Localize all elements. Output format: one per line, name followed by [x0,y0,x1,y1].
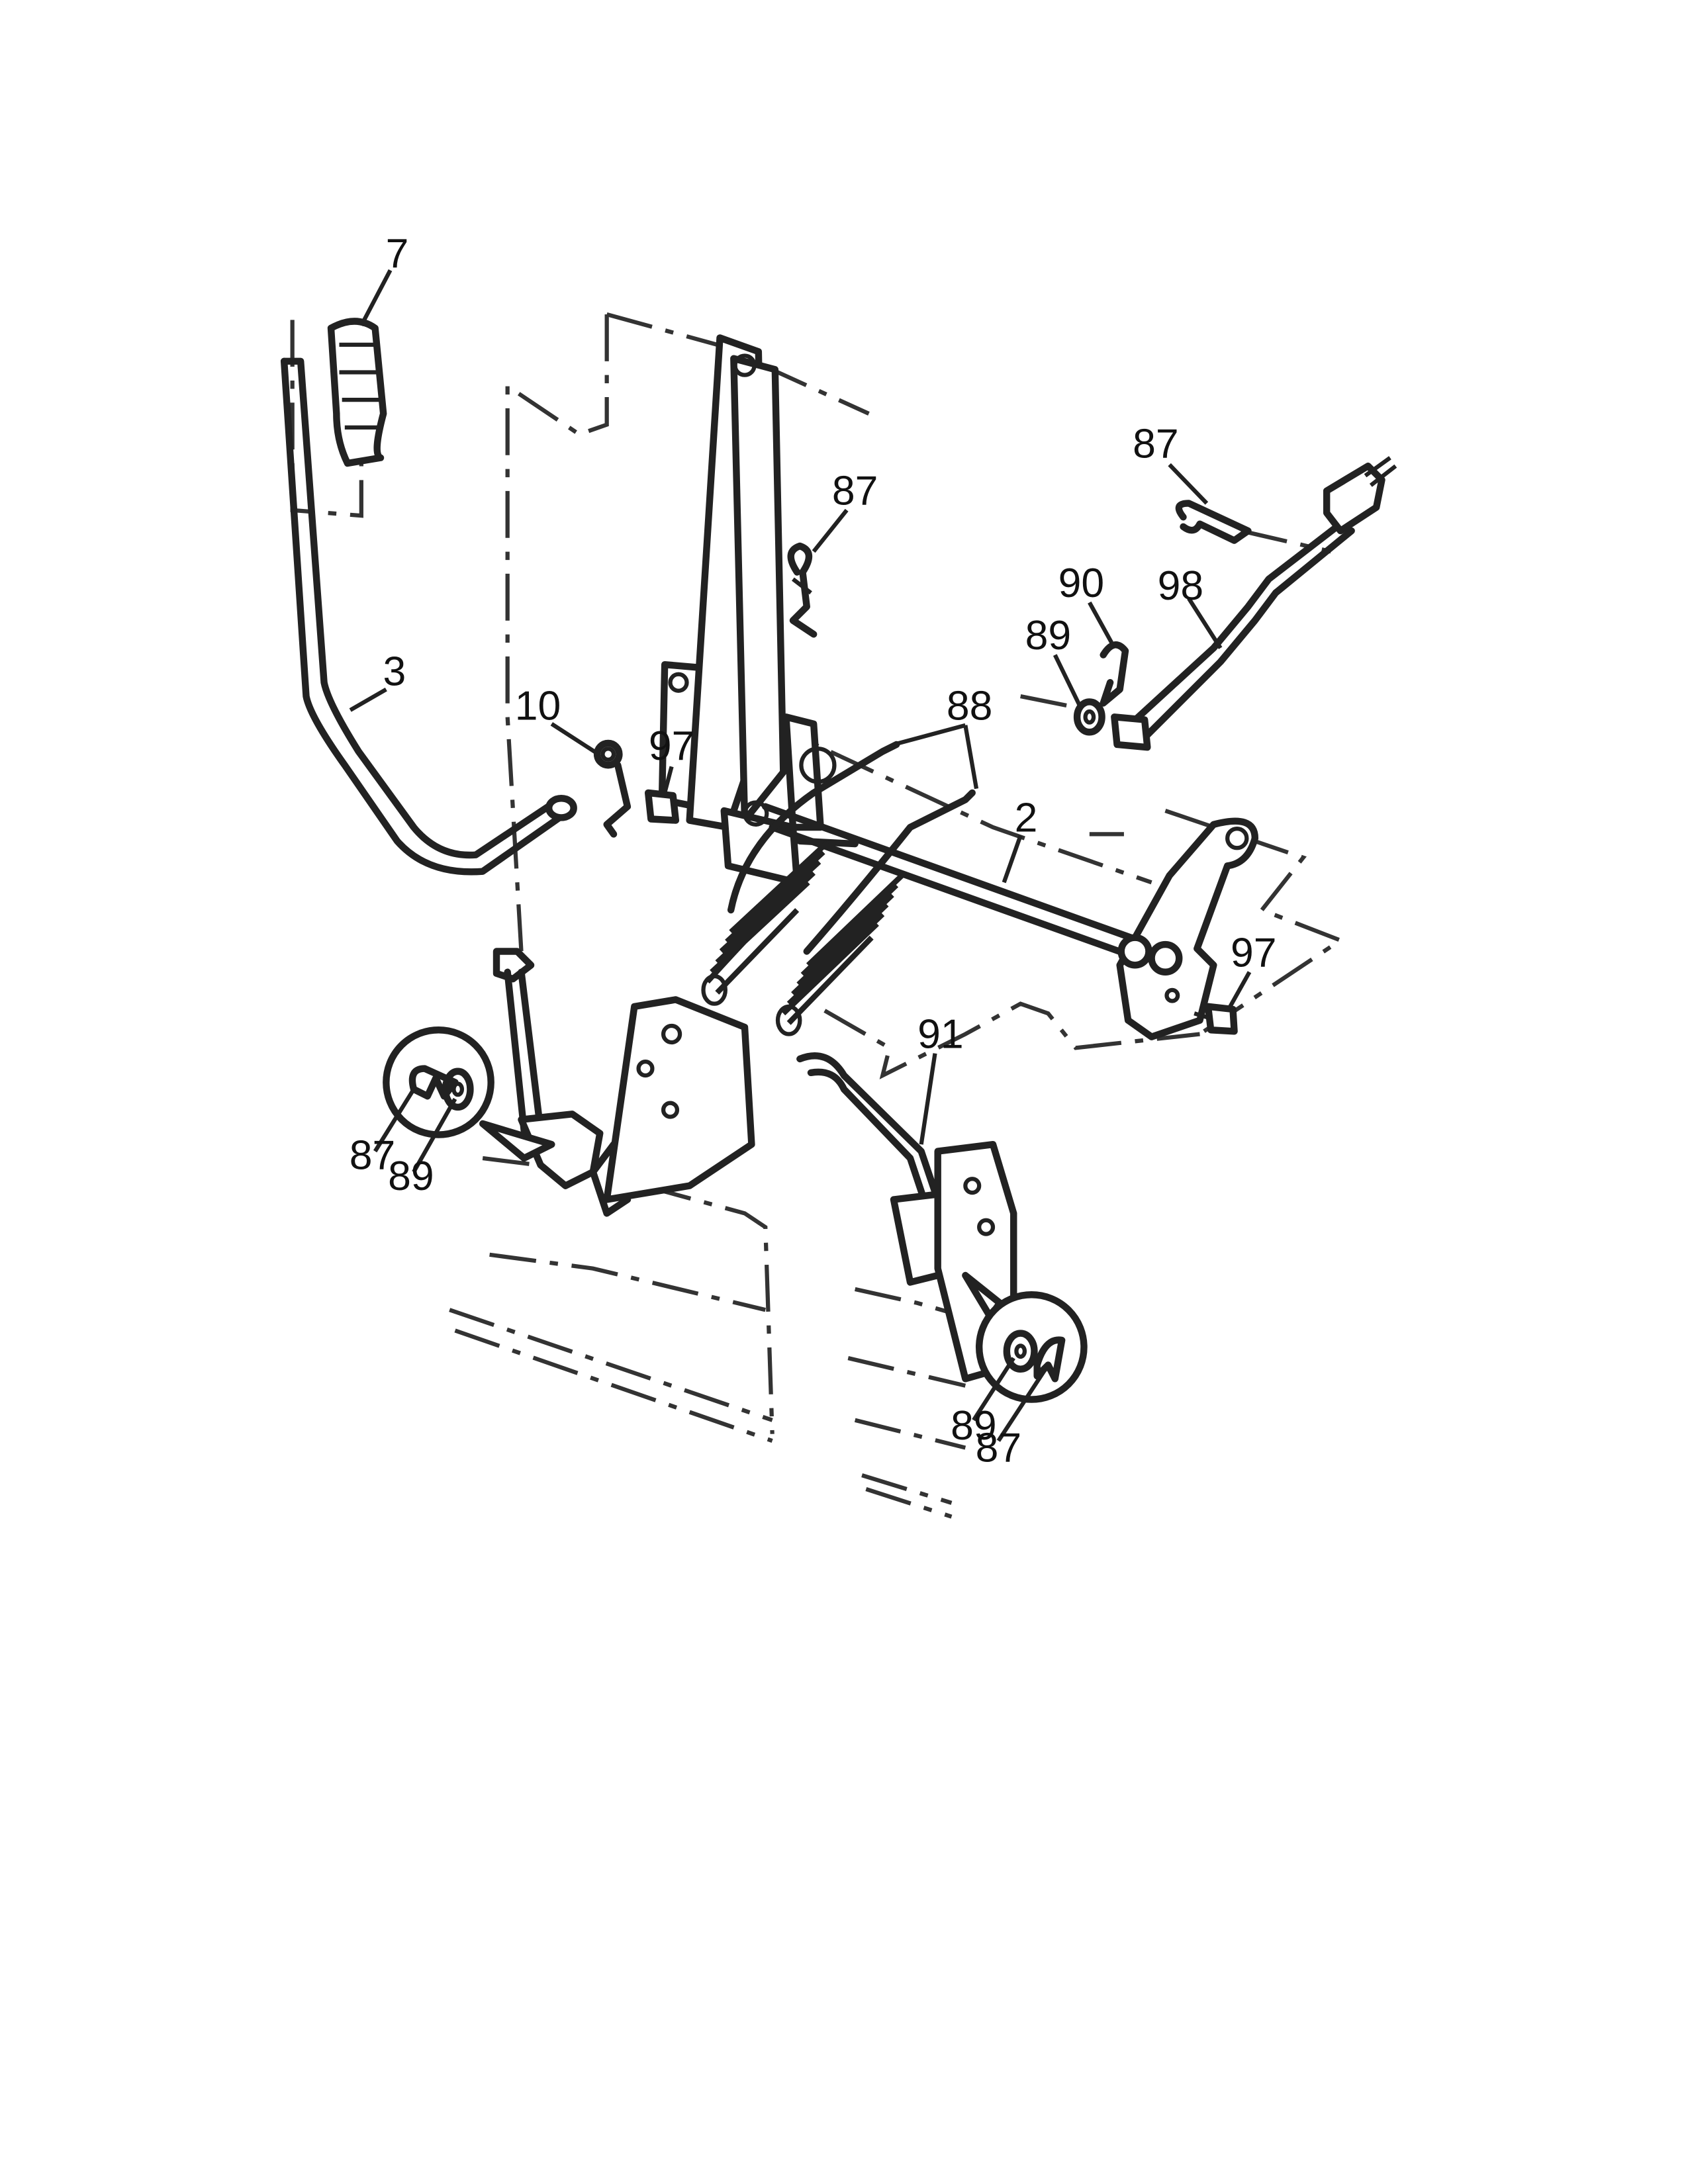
callout-87-top-center: 87 [832,468,878,514]
callout-87-top-right: 87 [1133,421,1179,467]
callouts: 7 3 87 10 97 88 2 87 90 98 89 97 91 87 8… [350,230,1277,1471]
callout-91: 91 [917,1011,964,1057]
callout-89-left-inset: 89 [388,1153,434,1199]
adjust-rod [1111,456,1397,751]
bolt-right [1194,1003,1238,1035]
torsion-spring [593,739,632,838]
callout-3: 3 [383,648,406,694]
inset-detail-left [383,1026,555,1162]
hairpin-clip-top-center [787,542,818,638]
hairpin-clip-top-right [1175,500,1252,544]
callout-88: 88 [947,683,993,729]
springs [701,741,976,1036]
callout-89-right-inset: 89 [951,1402,997,1449]
callout-87-right-inset: 87 [976,1424,1022,1471]
inset-detail-right [962,1271,1088,1403]
spring-left [701,840,829,1006]
right-lift-arm [1116,817,1259,1040]
callout-90: 90 [1058,560,1105,606]
callout-10: 10 [515,683,561,729]
leader-lines [349,269,1252,1442]
callout-97-right: 97 [1231,929,1277,976]
bolt-left [644,789,690,824]
spring-right [775,873,904,1036]
callout-98: 98 [1158,563,1204,609]
center-bracket [658,334,837,886]
callout-97-left: 97 [649,723,695,769]
washer-89-top [1073,698,1105,736]
callout-7: 7 [386,230,409,277]
left-linkage [492,948,755,1217]
clip-90 [1100,641,1129,707]
handle-grip [327,318,387,467]
callout-87-left-inset: 87 [350,1132,396,1179]
callout-89-top: 89 [1025,612,1072,659]
lift-handle [280,357,577,876]
callout-2: 2 [1015,794,1038,841]
